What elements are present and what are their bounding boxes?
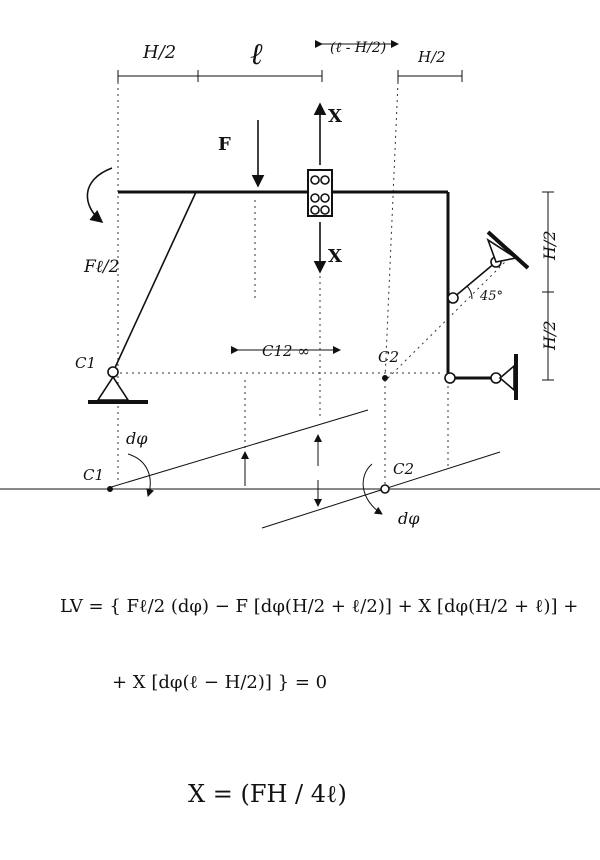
x-upper-label: X <box>328 106 342 127</box>
right-horizontal-roller-support <box>444 354 518 400</box>
c1-label: C1 <box>75 354 96 372</box>
displacement-diagram <box>0 409 600 529</box>
frame-structure <box>112 190 497 380</box>
top-dimension-line <box>117 40 463 82</box>
left-pin-support <box>88 366 148 404</box>
c12-label: C12 ∞ <box>262 342 310 360</box>
moment-arrow <box>86 167 113 224</box>
dim-h2-left: H/2 <box>142 42 176 63</box>
internal-link-device <box>307 169 333 217</box>
c1-lower-label: C1 <box>83 466 104 484</box>
dphi-left-label: dφ <box>126 429 148 448</box>
dim-l: ℓ <box>250 37 263 72</box>
c2-label: C2 <box>378 348 399 366</box>
dim-h2-right: H/2 <box>417 48 446 66</box>
force-label: F <box>218 134 231 155</box>
result-equation: X = (FH / 4ℓ) <box>188 780 347 808</box>
dim-l-minus-h2: (ℓ - H/2) <box>330 40 386 56</box>
moment-label: Fℓ/2 <box>83 257 119 277</box>
c2-lower-label: C2 <box>393 460 414 478</box>
right-inclined-roller-support <box>447 230 530 304</box>
c2-point <box>382 375 388 381</box>
angle-label: 45° <box>479 289 503 304</box>
dim-h2-right-upper: H/2 <box>540 230 559 261</box>
x-lower-label: X <box>328 246 342 267</box>
equation-line-2: + X [dφ(ℓ − H/2)] } = 0 <box>112 672 328 693</box>
right-dimension-line <box>542 191 554 381</box>
dim-h2-right-lower: H/2 <box>540 320 559 351</box>
angle-arc <box>466 285 473 300</box>
equation-line-1: LV = { Fℓ/2 (dφ) − F [dφ(H/2 + ℓ/2)] + X… <box>60 596 579 617</box>
dphi-right-label: dφ <box>398 509 420 528</box>
